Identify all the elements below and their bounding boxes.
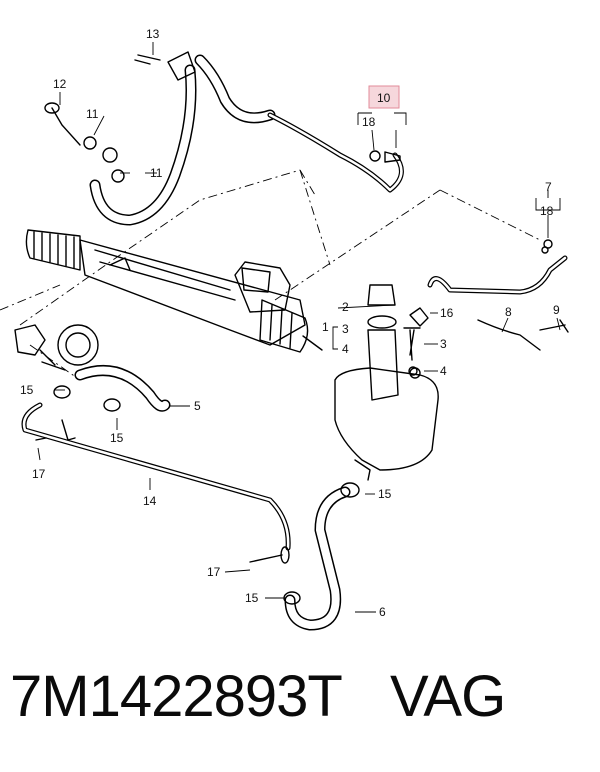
pump-assembly <box>14 324 99 371</box>
callout-10-highlight <box>368 85 400 109</box>
callout-8: 8 <box>505 305 512 319</box>
fluid-reservoir <box>334 284 439 481</box>
callout-4-right: 4 <box>440 364 447 378</box>
callout-15-lower: 15 <box>245 591 259 605</box>
callout-17-lower: 17 <box>207 565 221 579</box>
brand-label: VAG <box>390 664 506 729</box>
callout-10: 10 <box>377 91 391 105</box>
callout-7: 7 <box>545 180 552 194</box>
callout-6: 6 <box>379 605 386 619</box>
callout-12: 12 <box>53 77 67 91</box>
callout-13: 13 <box>146 27 160 41</box>
fasteners <box>35 59 553 605</box>
callout-5: 5 <box>194 399 201 413</box>
callout-2: 2 <box>342 300 349 314</box>
steering-gear-rack <box>25 229 323 353</box>
callout-15-left: 15 <box>20 383 34 397</box>
exploded-parts-diagram: 13 12 11 11 10 18 7 18 2 1 3 4 16 8 9 3 … <box>0 27 569 631</box>
callout-labels: 13 12 11 11 10 18 7 18 2 1 3 4 16 8 9 3 … <box>20 27 560 619</box>
upper-hoses <box>89 51 404 226</box>
callout-18-right: 18 <box>540 204 554 218</box>
lower-hoses <box>21 365 351 631</box>
callout-9: 9 <box>553 303 560 317</box>
callout-16: 16 <box>440 306 454 320</box>
callout-4-left: 4 <box>342 342 349 356</box>
callout-15-mid: 15 <box>110 431 124 445</box>
callout-1: 1 <box>322 320 329 334</box>
callout-17-left: 17 <box>32 467 46 481</box>
callout-3-right: 3 <box>440 337 447 351</box>
callout-18-upper: 18 <box>362 115 376 129</box>
callout-11-lower: 11 <box>150 166 163 180</box>
callout-3-left: 3 <box>342 322 349 336</box>
callout-15-right: 15 <box>378 487 392 501</box>
callout-14: 14 <box>143 494 157 508</box>
assembly-guide-lines <box>0 169 541 381</box>
return-line <box>427 246 569 351</box>
callout-11-upper: 11 <box>86 107 99 121</box>
part-number: 7M1422893T <box>10 664 343 729</box>
leader-lines <box>37 42 561 613</box>
